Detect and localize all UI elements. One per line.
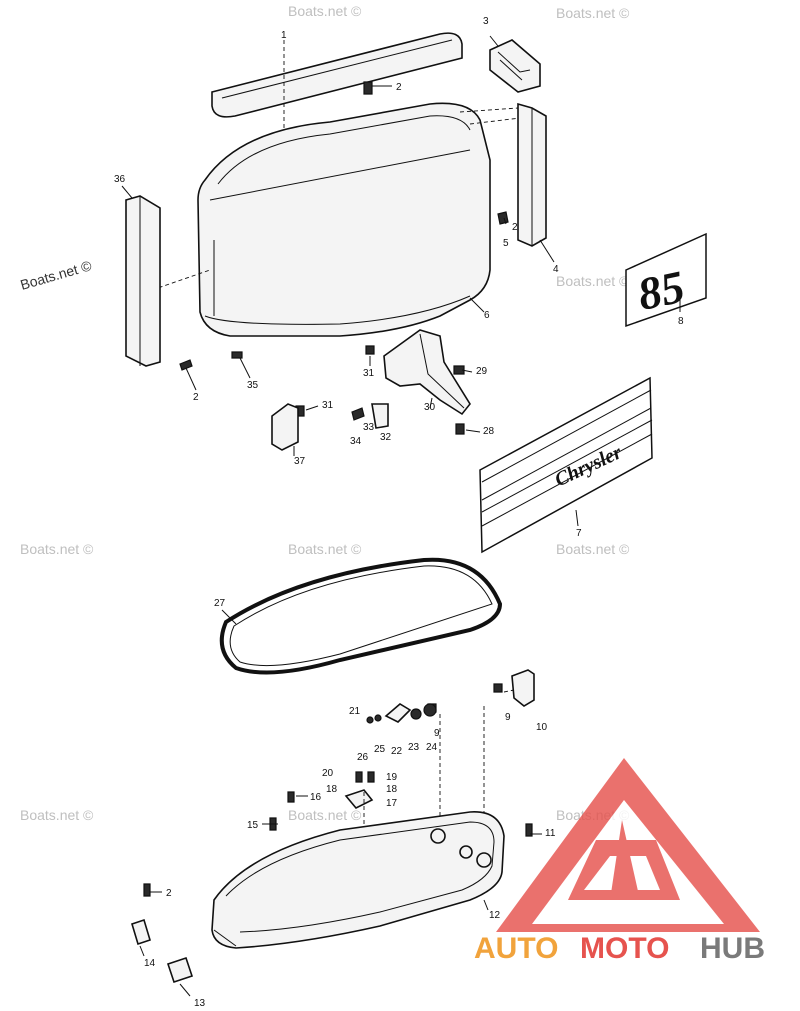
part-37-plate: [271, 403, 299, 451]
watermark: Boats.net ©: [556, 5, 630, 21]
watermark: Boats.net ©: [556, 541, 630, 557]
callout-label: 9: [434, 728, 440, 739]
watermark: Boats.net ©: [288, 541, 362, 557]
callout-label: 19: [386, 772, 398, 783]
callout-label: 22: [391, 746, 403, 757]
automotohub-logo: [496, 758, 760, 932]
side-watermark: Boats.net ©: [18, 257, 94, 293]
part-27-seal: [219, 557, 503, 675]
callout-label: 6: [484, 310, 490, 321]
part-36-side-panel: [125, 195, 161, 367]
part-13-latch-plate: [166, 956, 194, 984]
callout-label: 5: [503, 238, 509, 249]
callout-label: 12: [489, 910, 501, 921]
callout-label: 23: [408, 742, 420, 753]
callout-label: 27: [214, 598, 226, 609]
callout-label: 3: [483, 16, 489, 27]
callout-label: 2: [512, 222, 518, 233]
callout-label: 14: [144, 958, 156, 969]
callout-labels: 1 2 3 2 4 5 6 8 36 2 35 31 29 30 31 33 3…: [114, 16, 684, 1009]
callout-label: 13: [194, 998, 206, 1009]
callout-label: 18: [326, 784, 338, 795]
callout-label: 21: [349, 706, 361, 717]
screw-set: [143, 81, 533, 897]
callout-label: 7: [576, 528, 582, 539]
callout-label: 35: [247, 380, 259, 391]
part-12-bottom-pan: [211, 811, 505, 949]
callout-label: 32: [380, 432, 392, 443]
part-32-clip: [371, 403, 389, 429]
callout-label: 36: [114, 174, 126, 185]
callout-leaders: [121, 35, 681, 997]
callout-label: 2: [166, 888, 172, 899]
callout-label: 20: [322, 768, 334, 779]
callout-label: 11: [545, 828, 556, 839]
callout-label: 33: [363, 422, 375, 433]
watermark: Boats.net ©: [556, 273, 630, 289]
callout-label: 29: [476, 366, 488, 377]
watermark: Boats.net ©: [288, 3, 362, 19]
automotohub-wordmark: AUTO MOTO HUB: [474, 932, 765, 965]
part-14-clip: [131, 918, 151, 946]
callout-label: 31: [363, 368, 375, 379]
callout-label: 2: [396, 82, 402, 93]
brand-hub-text: HUB: [700, 932, 765, 965]
callout-label: 28: [483, 426, 495, 437]
callout-label: 15: [247, 820, 259, 831]
callout-label: 16: [310, 792, 322, 803]
watermark: Boats.net ©: [20, 541, 94, 557]
watermark: Boats.net ©: [288, 807, 362, 823]
watermark: Boats.net ©: [20, 807, 94, 823]
part-6-motor-cover: [151, 102, 521, 337]
brand-moto-text: MOTO: [580, 932, 669, 965]
callout-label: 2: [193, 392, 199, 403]
callout-label: 34: [350, 436, 362, 447]
callout-label: 18: [386, 784, 398, 795]
part-4-side-rail: [517, 102, 547, 247]
part-3-bracket: [489, 39, 541, 93]
callout-label: 1: [281, 30, 287, 41]
callout-label: 4: [553, 264, 559, 275]
callout-label: 8: [678, 316, 684, 327]
callout-label: 9: [505, 712, 511, 723]
brand-auto-text: AUTO: [474, 932, 558, 965]
callout-label: 17: [386, 798, 398, 809]
callout-label: 31: [322, 400, 334, 411]
part-7-brand-decal: Chrysler: [479, 376, 653, 554]
callout-label: 25: [374, 744, 386, 755]
callout-label: 24: [426, 742, 438, 753]
lower-small-hardware: [344, 669, 535, 880]
callout-label: 37: [294, 456, 306, 467]
part-30-latch: [383, 329, 471, 416]
part-8-hp-decal: 85: [625, 232, 707, 328]
callout-label: 10: [536, 722, 548, 733]
callout-label: 26: [357, 752, 369, 763]
